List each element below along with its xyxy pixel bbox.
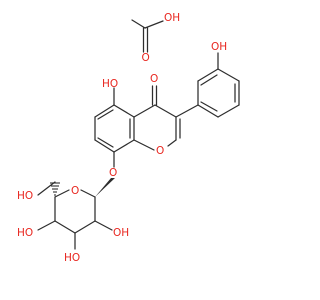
acetic-hydroxyl-label: OH bbox=[164, 12, 180, 24]
hydroxyl-c2-label: OH bbox=[113, 227, 129, 239]
bond-c2-c3 bbox=[74, 220, 96, 234]
bond-c-oh bbox=[144, 20, 164, 29]
chemical-structure-diagram: OH O bbox=[17, 12, 240, 264]
bond-b3 bbox=[217, 68, 240, 82]
glucose-unit: O HO HO HO OH bbox=[17, 178, 129, 264]
hydroxyl-c4-label: HO bbox=[17, 227, 33, 239]
bond-c7-c8-inner bbox=[97, 137, 114, 148]
bond-o1-c8a bbox=[133, 139, 155, 151]
bond-b2-inner bbox=[200, 74, 218, 86]
bond-b6 bbox=[197, 104, 219, 118]
hydroxyl-c3-label: HO bbox=[64, 252, 80, 264]
acetic-acid-molecule: OH O bbox=[131, 12, 180, 64]
ketone-oxygen-label: O bbox=[150, 73, 158, 85]
bond-b6-inner bbox=[200, 101, 218, 112]
bond-c4a-c5 bbox=[113, 104, 135, 118]
bond-c4-c3 bbox=[154, 104, 177, 118]
bond-c2-o1 bbox=[167, 139, 177, 147]
hydroxyl-4prime-label: OH bbox=[211, 41, 227, 53]
bond-c5-o bbox=[54, 189, 70, 198]
bond-c4-oh bbox=[37, 220, 56, 231]
hash-c5-c6 bbox=[50, 182, 60, 196]
acetic-carbonyl-oxygen-label: O bbox=[142, 52, 150, 64]
bond-b5 bbox=[217, 104, 240, 118]
bond-c6-oh bbox=[37, 181, 56, 196]
ring-oxygen-label: O bbox=[156, 145, 164, 157]
bond-b2 bbox=[197, 68, 219, 82]
sugar-ring-oxygen-label: O bbox=[71, 185, 79, 197]
flavone-core: O O HO OH O bbox=[94, 41, 240, 179]
bond-ch3-c bbox=[131, 19, 146, 29]
glycosidic-oxygen-label: O bbox=[109, 167, 117, 179]
bond-o-c1 bbox=[80, 189, 96, 198]
wedge-o-c1 bbox=[95, 178, 115, 197]
bond-c5-c6 bbox=[94, 104, 115, 118]
structure-canvas: OH O bbox=[17, 12, 240, 264]
bond-c4-c4a bbox=[133, 104, 156, 118]
bond-c3-c4 bbox=[54, 220, 76, 234]
bond-c2-oh bbox=[94, 220, 113, 231]
bond-c7-c8 bbox=[94, 139, 115, 153]
bond-c8-c8a bbox=[113, 139, 135, 153]
hydroxyl-c6-label: HO bbox=[17, 190, 33, 202]
hydroxyl-5-label: HO bbox=[102, 78, 118, 90]
bond-c5-c6-inner bbox=[97, 109, 114, 120]
bond-c2-c1prime bbox=[175, 104, 199, 118]
